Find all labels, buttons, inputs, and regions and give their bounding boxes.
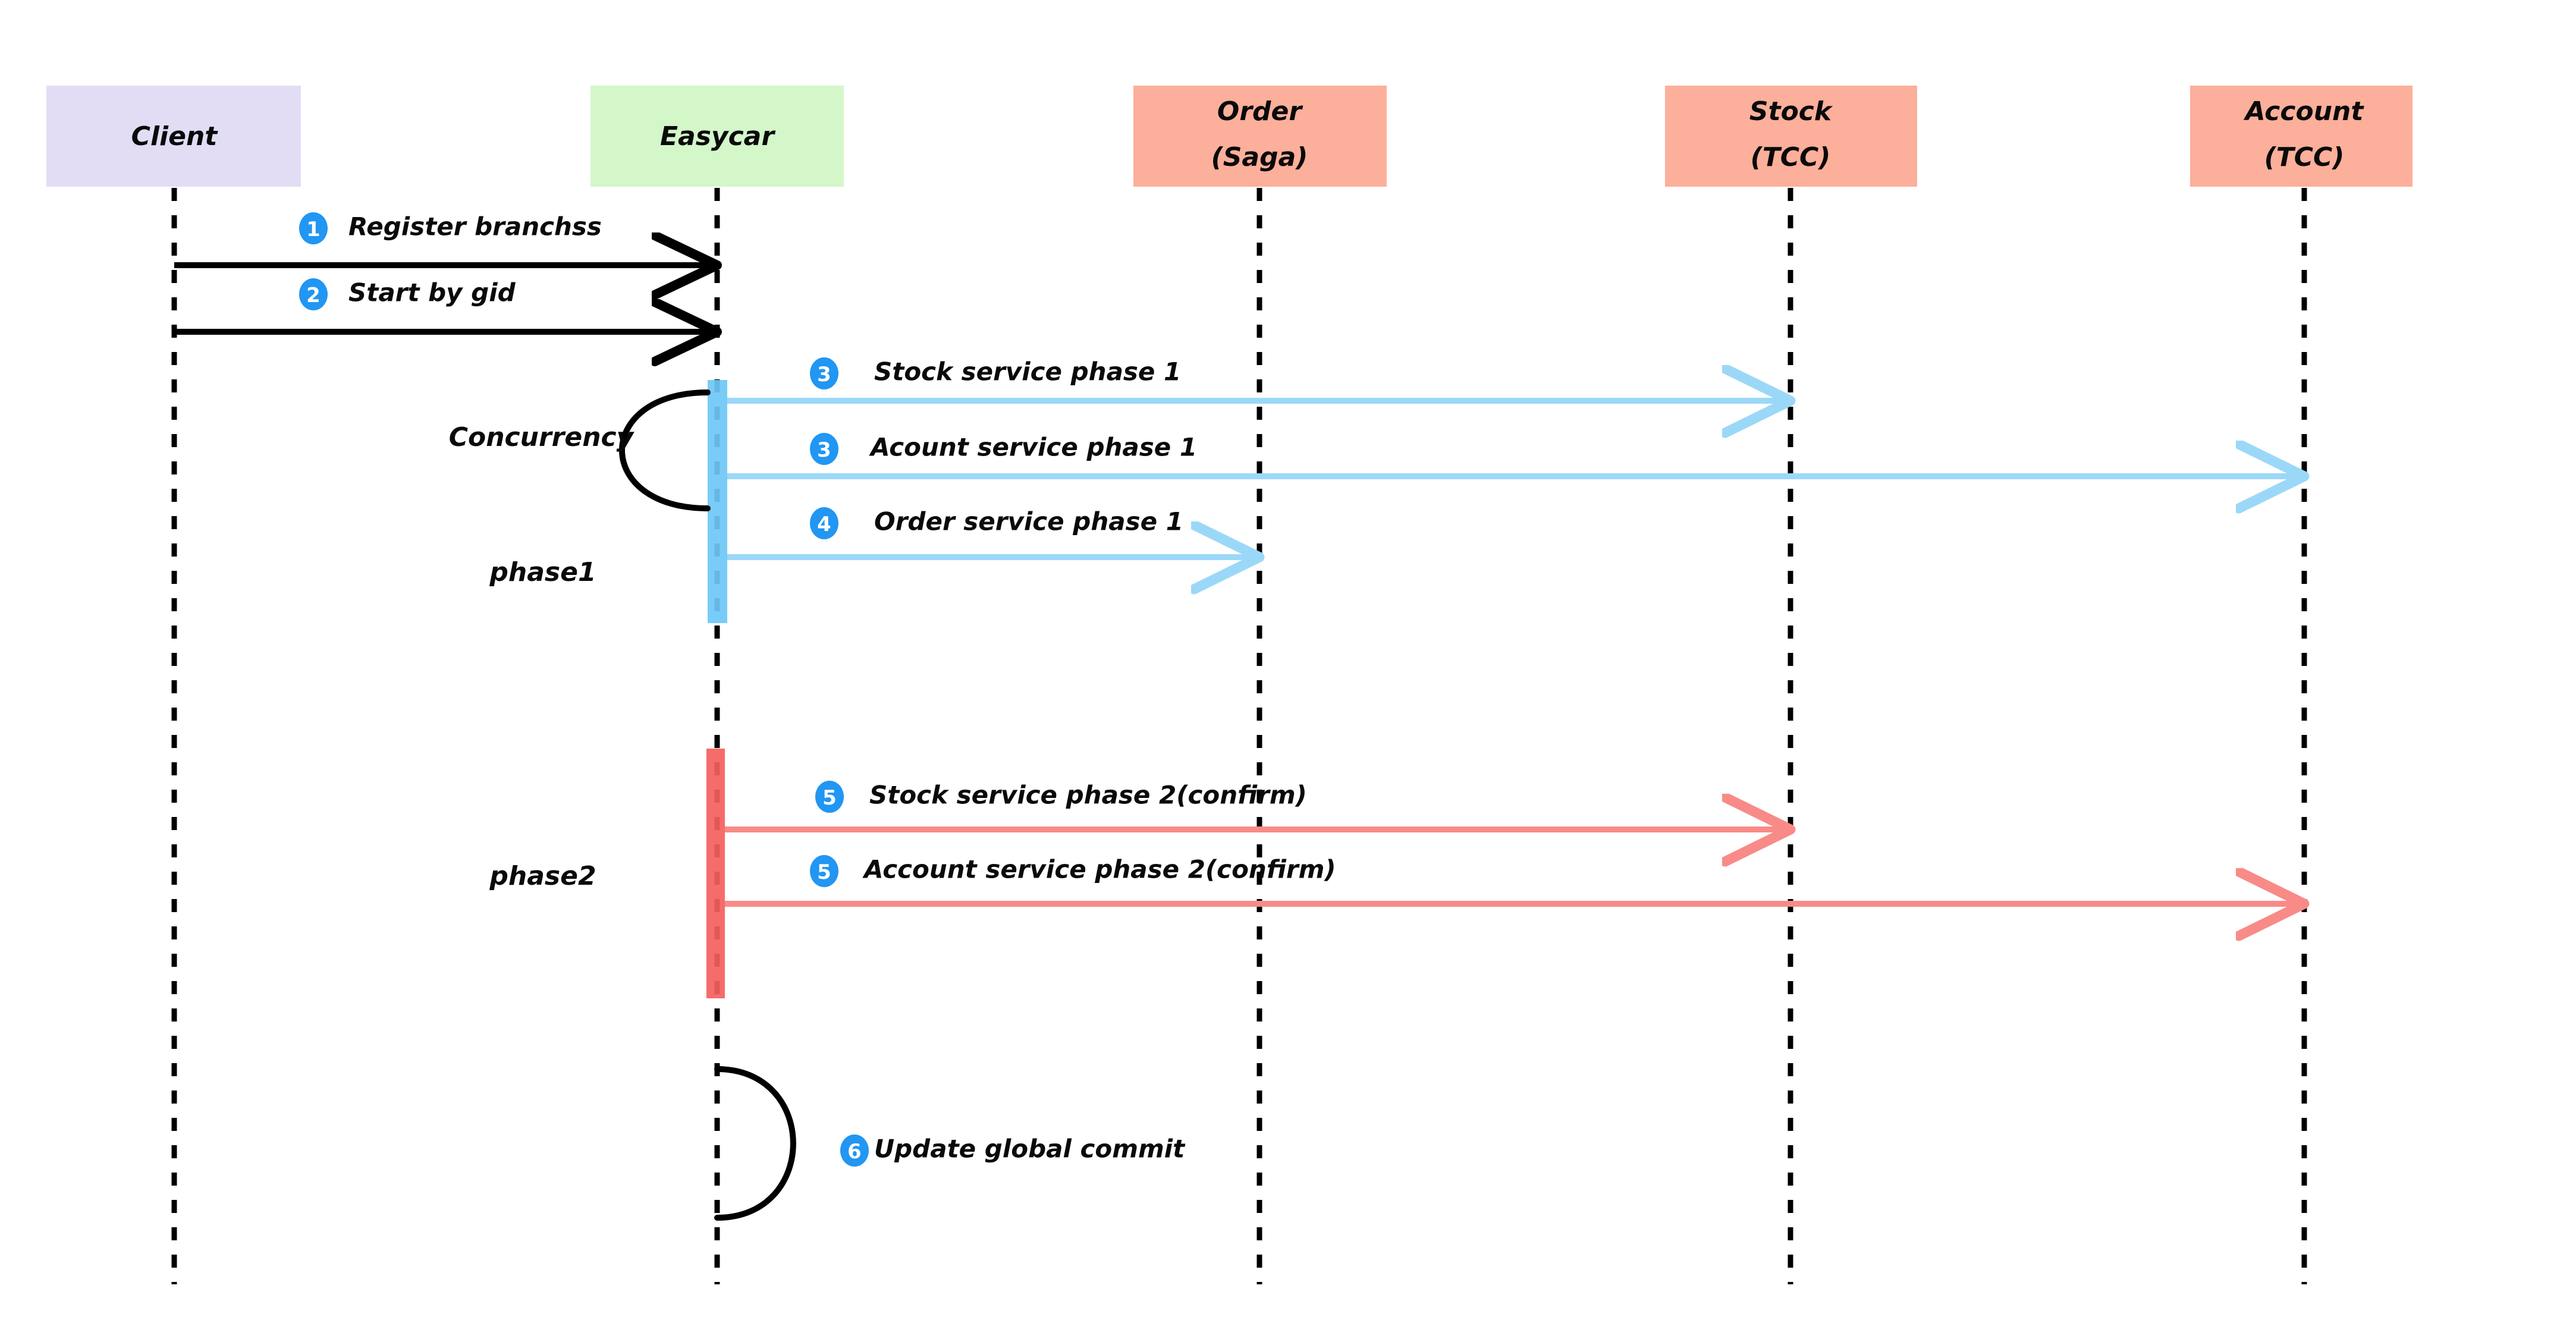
activation-bar-phase2	[706, 749, 725, 998]
step-badge-3: 3	[810, 357, 838, 389]
message-label-5: Order service phase 1	[874, 507, 1183, 536]
step-badge-number-3: 3	[817, 363, 831, 386]
message-label-7: Account service phase 2(confirm)	[862, 855, 1336, 884]
message-label-2: Start by gid	[348, 278, 516, 307]
step-badge-circle-4	[810, 433, 838, 465]
step-badge-number-self-1: 6	[847, 1140, 862, 1164]
step-badge-number-1: 1	[306, 218, 321, 241]
step-badge-7: 5	[810, 855, 838, 887]
step-badge-circle-1	[299, 212, 328, 244]
step-badge-number-6: 5	[822, 786, 837, 810]
message-label-4: Acount service phase 1	[869, 433, 1197, 462]
step-badge-number-5: 4	[817, 513, 831, 536]
actor-label-order-line2: (Saga)	[1211, 142, 1308, 172]
actor-label-account-line2: (TCC)	[2264, 142, 2345, 172]
step-badge-circle-3	[810, 357, 838, 389]
notes-layer: Concurrency phase1 phase2	[449, 422, 635, 891]
actor-label-client: Client	[131, 121, 219, 152]
actor-box-rect-stock	[1665, 86, 1917, 187]
step-badge-circle-2	[299, 278, 328, 310]
message-label-6: Stock service phase 2(confirm)	[869, 781, 1307, 810]
note-phase2: phase2	[489, 861, 596, 891]
actor-label-stock-line2: (TCC)	[1751, 142, 1831, 172]
step-badge-circle-7	[810, 855, 838, 887]
step-badge-circle-5	[810, 507, 838, 539]
actor-box-easycar: Easycar	[590, 86, 844, 187]
activation-bars-layer	[706, 380, 727, 998]
actor-label-order-line1: Order	[1217, 96, 1303, 127]
actor-box-rect-order	[1133, 86, 1387, 187]
self-message-arc-1	[714, 1066, 796, 1221]
actor-box-rect-client	[46, 86, 301, 187]
self-message-label-1: Update global commit	[874, 1134, 1186, 1164]
step-badge-number-4: 3	[817, 438, 831, 462]
actor-label-account-line1: Account	[2244, 96, 2365, 127]
actor-box-rect-easycar	[590, 86, 844, 187]
step-badge-number-2: 2	[306, 284, 321, 307]
note-concurrency: Concurrency	[449, 422, 635, 452]
step-badge-1: 1	[299, 212, 328, 244]
step-badge-self-1: 6	[840, 1134, 869, 1167]
activation-bar-phase1	[708, 380, 727, 623]
actor-label-easycar: Easycar	[660, 121, 775, 152]
concurrency-bracket	[619, 389, 711, 511]
actor-box-order: Order (Saga)	[1133, 86, 1387, 187]
step-badge-circle-6	[815, 781, 844, 813]
message-label-1: Register branchss	[348, 212, 602, 241]
message-label-3: Stock service phase 1	[874, 357, 1181, 386]
step-badges-layer: 1 2 3 3 4 5 5 6	[299, 212, 869, 1167]
lifelines-layer	[171, 188, 2307, 1284]
actor-box-account: Account (TCC)	[2190, 86, 2412, 187]
note-phase1: phase1	[489, 557, 596, 587]
brackets-layer	[619, 389, 711, 511]
step-badge-4: 3	[810, 433, 838, 465]
step-badge-2: 2	[299, 278, 328, 310]
actor-box-rect-account	[2190, 86, 2412, 187]
step-badge-circle-self-1	[840, 1134, 869, 1167]
step-badge-6: 5	[815, 781, 844, 813]
actor-box-stock: Stock (TCC)	[1665, 86, 1917, 187]
step-badge-5: 4	[810, 507, 838, 539]
actor-label-stock-line1: Stock	[1749, 96, 1833, 127]
actor-box-client: Client	[46, 86, 301, 187]
step-badge-number-7: 5	[817, 860, 831, 884]
